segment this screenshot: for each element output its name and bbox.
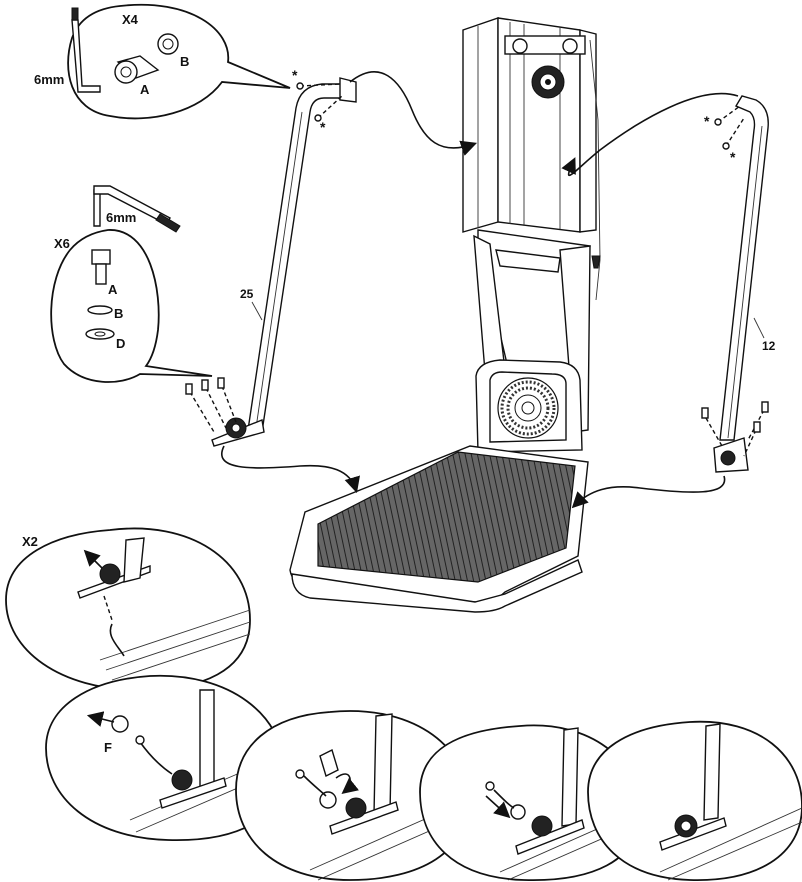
part-label-b: B (114, 306, 123, 321)
right-arm-pulley (714, 438, 748, 472)
top-hardware-callout: X4 6mm A B (34, 5, 290, 119)
detail-bubble-5 (588, 722, 802, 880)
left-arm: * * 25 (186, 67, 356, 446)
left-arm-pulley (212, 418, 264, 446)
part-label-b: B (180, 54, 189, 69)
asterisk-mark: * (320, 119, 326, 135)
part-label-a: A (108, 282, 118, 297)
washer-icon (86, 329, 114, 339)
asterisk-mark: * (292, 67, 298, 83)
platform-base (290, 446, 588, 612)
quantity-label: X2 (22, 534, 38, 549)
cable-drum (532, 66, 564, 98)
part-label-d: D (116, 336, 125, 351)
fan-housing (476, 360, 582, 452)
left-hardware-callout: X6 6mm A B D (51, 186, 212, 382)
asterisk-mark: * (704, 113, 710, 129)
asterisk-mark: * (730, 149, 736, 165)
tool-size-label: 6mm (34, 72, 64, 87)
washer-icon (158, 34, 178, 54)
hex-key-icon (94, 186, 180, 232)
washer-icon (88, 306, 112, 314)
tool-size-label: 6mm (106, 210, 136, 225)
quantity-label: X6 (54, 236, 70, 251)
quantity-label: X4 (122, 12, 139, 27)
right-arm: * * 12 (702, 96, 776, 472)
left-arm-number: 25 (240, 287, 254, 301)
right-arm-number: 12 (762, 339, 776, 353)
fan-wheel (498, 378, 558, 438)
part-label-a: A (140, 82, 150, 97)
detail-bubble-1: X2 (6, 528, 250, 690)
part-label-f: F (104, 740, 112, 755)
